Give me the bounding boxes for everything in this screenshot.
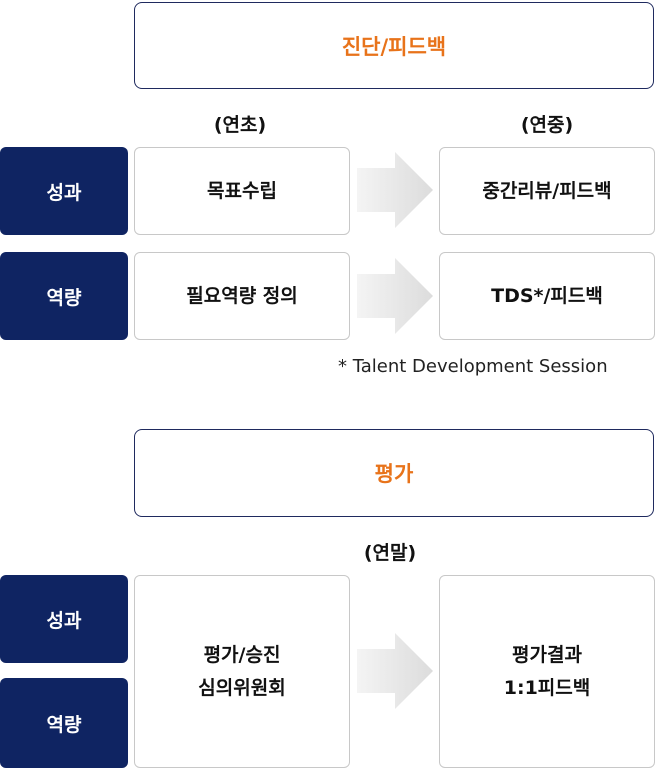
goal-setting-box: 목표수립	[134, 147, 350, 235]
row-label-competency: 역량	[0, 252, 128, 340]
row-label-competency-bottom-text: 역량	[46, 713, 82, 736]
tds-feedback-box: TDS*/피드백	[439, 252, 655, 340]
midterm-review-box: 중간리뷰/피드백	[439, 147, 655, 235]
evaluation-committee-line1: 평가/승진	[203, 644, 281, 667]
diagnosis-feedback-title: 진단/피드백	[341, 34, 447, 59]
arrow-right-icon	[357, 633, 433, 709]
period-year-end: (연말)	[363, 542, 417, 564]
evaluation-title: 평가	[374, 462, 414, 486]
row-label-performance: 성과	[0, 147, 128, 235]
evaluation-result-line2: 1:1피드백	[503, 676, 591, 699]
footnote: * Talent Development Session	[338, 356, 608, 377]
evaluation-header: 평가	[134, 429, 654, 517]
diagnosis-feedback-header: 진단/피드백	[134, 2, 654, 89]
goal-setting-text: 목표수립	[207, 179, 277, 202]
row-label-performance-text: 성과	[46, 181, 82, 204]
period-mid-year: (연중)	[520, 114, 574, 136]
midterm-review-text: 중간리뷰/피드백	[482, 179, 612, 202]
row-label-performance-bottom: 성과	[0, 575, 128, 663]
arrow-right-icon	[357, 152, 433, 228]
evaluation-result-line1: 평가결과	[512, 644, 582, 667]
row-label-competency-bottom: 역량	[0, 678, 128, 768]
competency-definition-text: 필요역량 정의	[186, 284, 298, 307]
evaluation-result-box: 평가결과 1:1피드백	[439, 575, 655, 768]
row-label-competency-text: 역량	[46, 286, 82, 309]
arrow-right-icon	[357, 258, 433, 334]
row-label-performance-bottom-text: 성과	[46, 609, 82, 632]
evaluation-committee-box: 평가/승진 심의위원회	[134, 575, 350, 768]
competency-definition-box: 필요역량 정의	[134, 252, 350, 340]
period-early-year: (연초)	[213, 114, 267, 136]
tds-feedback-text: TDS*/피드백	[491, 284, 603, 307]
evaluation-committee-line2: 심의위원회	[198, 676, 286, 699]
